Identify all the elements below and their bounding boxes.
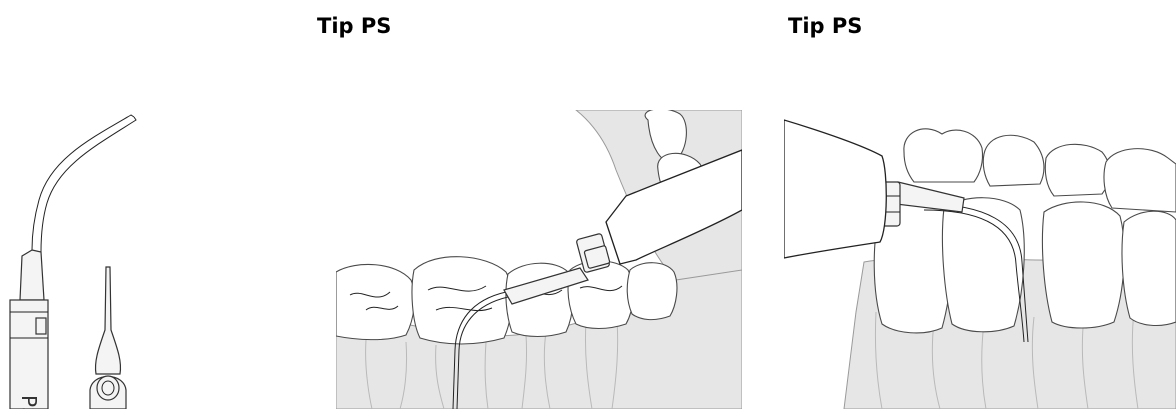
incisor — [1042, 202, 1124, 328]
tip-ps-label: PS — [17, 395, 41, 409]
handpiece — [784, 120, 886, 258]
tip-illustration: PS — [0, 0, 200, 409]
molar — [627, 263, 677, 320]
tip-front-view — [90, 267, 126, 409]
incisor-scaling-illustration — [784, 112, 1176, 409]
incisor — [1122, 211, 1176, 325]
incisor — [942, 198, 1024, 332]
molar — [336, 264, 415, 339]
right-panel-title: Tip PS — [788, 14, 862, 38]
middle-panel-title: Tip PS — [317, 14, 391, 38]
molar-scaling-illustration — [336, 110, 742, 409]
